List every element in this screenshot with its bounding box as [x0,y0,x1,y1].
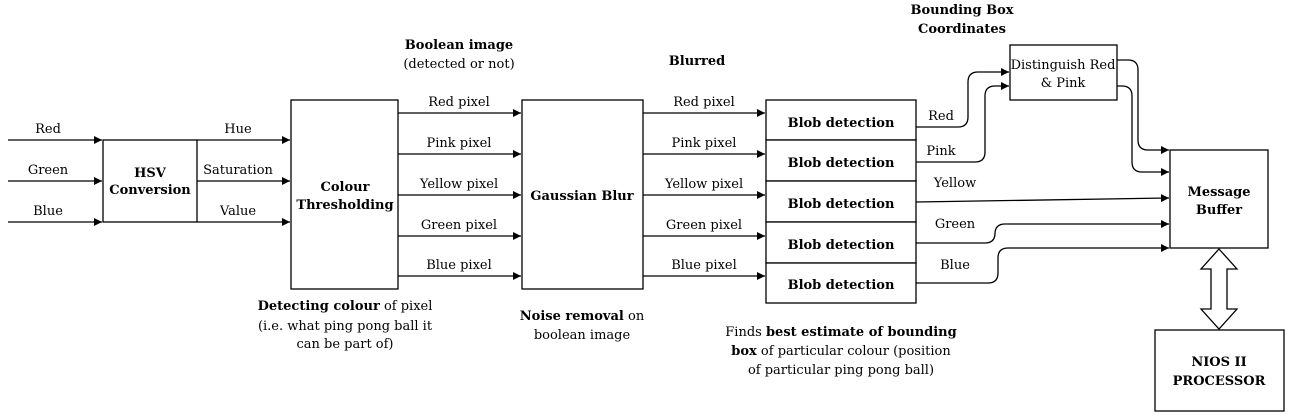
boolean-image-subheading: (detected or not) [403,57,514,72]
hsv-conversion-block [102,139,198,223]
gaussian-note-line1: Noise removal on [520,309,645,324]
input-red-label: Red [35,122,61,137]
nios-label-line1: NIOS II [1191,355,1246,370]
message-buffer-label-line2: Buffer [1196,203,1242,218]
blurred-red-label: Red pixel [673,95,735,110]
blue-pixel-label: Blue pixel [426,258,492,273]
threshold-note-line3: can be part of) [296,337,393,352]
red-pixel-label: Red pixel [428,95,490,110]
boolean-image-heading: Boolean image [405,38,513,53]
bidirectional-arrow [1199,248,1239,330]
threshold-label-line1: Colour [321,180,370,195]
output-blue-label: Blue [940,258,970,273]
blob-label-red: Blob detection [788,116,895,131]
blob-label-yellow: Blob detection [788,197,895,212]
green-output-connector [916,220,1169,244]
output-yellow-label: Yellow [933,176,976,191]
saturation-label: Saturation [203,163,273,178]
blurred-pink-label: Pink pixel [672,136,737,151]
message-buffer-block [1169,149,1269,249]
threshold-note-line2: (i.e. what ping pong ball it [258,319,433,334]
distinguish-to-buffer-connector-2 [1117,85,1169,176]
blob-detection-blue [765,262,917,304]
hsv-label-line2: Conversion [109,183,191,198]
output-green-label: Green [935,217,976,232]
gaussian-blur-label: Gaussian Blur [530,189,633,204]
nios-label-line2: PROCESSOR [1173,374,1266,389]
blurred-yellow-label: Yellow pixel [664,177,743,192]
blob-label-blue: Blob detection [788,278,895,293]
gaussian-note-line2: boolean image [534,328,631,343]
input-green-label: Green [28,163,69,178]
blob-label-pink: Blob detection [788,156,895,171]
red-output-connector [916,68,1009,128]
hsv-label-line1: HSV [134,166,167,181]
blob-note-line1: Finds best estimate of bounding [725,325,956,340]
blob-detection-yellow [765,180,917,223]
blue-output-connector [916,244,1169,284]
hue-label: Hue [224,122,252,137]
value-label: Value [219,204,256,219]
distinguish-red-pink-block [1009,44,1118,101]
blob-note-line2: box of particular colour (position [731,344,951,359]
blob-detection-green [765,221,917,264]
blob-label-green: Blob detection [788,238,895,253]
bounding-box-heading-line1: Bounding Box [910,3,1013,18]
pink-pixel-label: Pink pixel [427,136,492,151]
yellow-pixel-label: Yellow pixel [419,177,498,192]
gaussian-blur-block [521,99,644,290]
blurred-green-label: Green pixel [666,218,742,233]
bounding-box-heading-line2: Coordinates [918,22,1006,37]
blob-note-line3: of particular ping pong ball) [748,363,934,378]
blurred-blue-label: Blue pixel [671,258,737,273]
green-pixel-label: Green pixel [421,218,497,233]
blob-detection-pink [765,139,917,182]
distinguish-to-buffer-connector-1 [1117,59,1169,154]
colour-thresholding-block [290,99,399,290]
threshold-label-line2: Thresholding [296,198,393,213]
message-buffer-label-line1: Message [1187,185,1250,200]
pink-output-connector [916,82,1009,163]
output-pink-label: Pink [926,144,955,159]
nios-processor-block [1154,329,1285,412]
input-blue-label: Blue [33,204,63,219]
output-red-label: Red [928,109,954,124]
yellow-output-connector [915,194,1170,203]
blurred-heading: Blurred [669,54,725,69]
threshold-note-line1: Detecting colour of pixel [258,299,433,314]
distinguish-label-line1: Distinguish Red [1011,58,1116,73]
distinguish-label-line2: & Pink [1041,76,1086,91]
